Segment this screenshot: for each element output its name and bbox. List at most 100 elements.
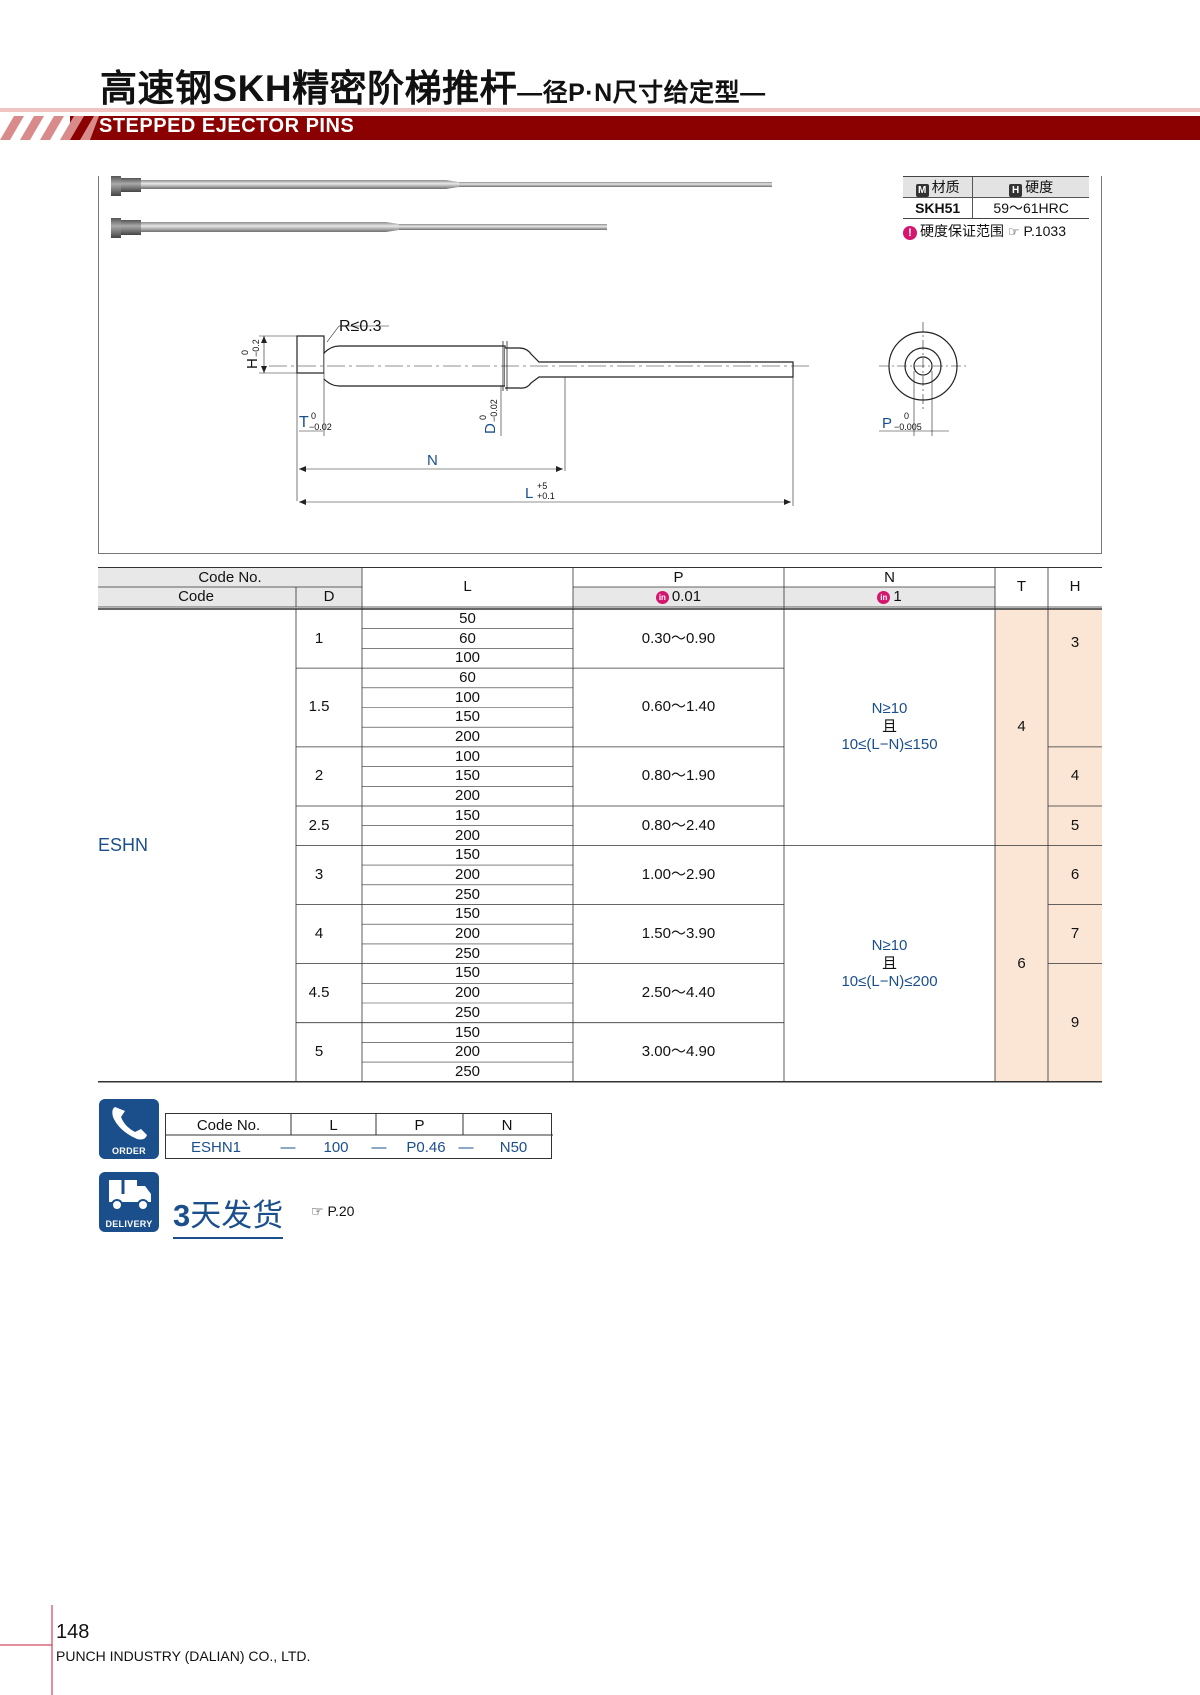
- l-value: 150: [454, 964, 481, 982]
- l-value: 200: [454, 728, 481, 746]
- order-header-code: Code No.: [196, 1117, 261, 1134]
- d-value: 4: [314, 925, 324, 943]
- order-value-n: N50: [499, 1139, 528, 1156]
- pointing-hand-icon: ☞: [311, 1203, 324, 1219]
- header-n: N: [884, 569, 895, 586]
- p-range: 2.50～4.40: [641, 984, 716, 1002]
- l-value: 150: [454, 846, 481, 864]
- order-icon: ORDER: [99, 1099, 159, 1159]
- delivery-ref: ☞ P.20: [311, 1203, 354, 1220]
- l-value: 200: [454, 826, 481, 844]
- l-value: 50: [459, 609, 476, 627]
- delivery-ref-link[interactable]: P.20: [327, 1203, 355, 1219]
- header-p: P: [673, 569, 684, 586]
- d-value: 5: [314, 1043, 324, 1061]
- svg-text:−0.2: −0.2: [251, 339, 261, 357]
- pointing-hand-icon: ☞: [1007, 224, 1020, 239]
- l-value: 200: [454, 787, 481, 805]
- svg-text:+0.1: +0.1: [537, 491, 555, 501]
- p-label: P: [882, 415, 892, 432]
- svg-text:0: 0: [240, 350, 250, 355]
- r-label: R≤0.3: [339, 318, 382, 335]
- l-value: 150: [454, 708, 481, 726]
- page-number: 148: [56, 1621, 90, 1643]
- header-l: L: [463, 578, 472, 595]
- n-label: N: [427, 452, 438, 469]
- header-code-no: Code No.: [198, 569, 262, 586]
- svg-text:−0.005: −0.005: [894, 422, 922, 432]
- l-value: 200: [454, 865, 481, 883]
- d-label: D: [482, 423, 499, 434]
- p-range: 3.00～4.90: [641, 1043, 716, 1061]
- hardness-ref-link[interactable]: P.1033: [1023, 223, 1067, 239]
- svg-text:−0.02: −0.02: [489, 399, 499, 422]
- pin-photo-short: [111, 218, 607, 238]
- header-t: T: [1016, 578, 1027, 595]
- h-value: 5: [1070, 816, 1080, 834]
- h-value: 3: [1070, 634, 1080, 652]
- d-value: 2: [314, 767, 324, 785]
- p-range: 0.80～1.90: [641, 767, 716, 785]
- d-value: 1: [314, 629, 324, 647]
- l-value: 250: [454, 944, 481, 962]
- svg-text:0: 0: [904, 411, 909, 421]
- l-value: 200: [454, 1043, 481, 1061]
- t-label: T: [299, 414, 309, 431]
- page-title: 高速钢SKH精密阶梯推杆—径P·N尺寸给定型—: [100, 58, 766, 112]
- l-value: 250: [454, 885, 481, 903]
- l-value: 250: [454, 1062, 481, 1080]
- material-value: SKH51: [903, 197, 974, 218]
- order-header-n: N: [501, 1117, 513, 1134]
- l-value: 100: [454, 688, 481, 706]
- svg-text:−0.02: −0.02: [309, 422, 332, 432]
- order-value-code: ESHN1: [190, 1139, 242, 1156]
- h-label: H: [244, 358, 261, 369]
- h-value: 7: [1070, 925, 1080, 943]
- hardness-value: 59～61HRC: [993, 200, 1069, 216]
- pin-drawing: R≤0.3 H 0 −0.2 T 0 −0.02 D 0 −0.02 N L P…: [111, 176, 967, 506]
- l-value: 250: [454, 1003, 481, 1021]
- pin-side-view: [259, 325, 809, 506]
- order-header-p: P: [414, 1117, 425, 1134]
- l-value: 150: [454, 767, 481, 785]
- l-value: 100: [454, 649, 481, 667]
- pin-end-view: [879, 322, 967, 436]
- svg-text:0: 0: [478, 415, 488, 420]
- code-value: ESHN: [98, 834, 149, 855]
- header-d: D: [323, 588, 335, 605]
- d-value: 2.5: [308, 816, 330, 834]
- d-value: 4.5: [308, 984, 330, 1002]
- crop-marks: [0, 1605, 53, 1695]
- hardness-note: !硬度保证范围 ☞ P.1033: [903, 221, 1066, 241]
- l-label: L: [525, 485, 533, 502]
- delivery-icon: DELIVERY: [99, 1172, 159, 1232]
- company-name: PUNCH INDUSTRY (DALIAN) CO., LTD.: [56, 1648, 311, 1664]
- p-range: 1.00～2.90: [641, 865, 716, 883]
- delivery-days: 3天发货: [173, 1190, 284, 1239]
- l-value: 60: [459, 629, 476, 647]
- t-value: 6: [1017, 954, 1026, 972]
- banner-text: STEPPED EJECTOR PINS: [99, 115, 355, 137]
- h-value: 6: [1070, 865, 1080, 883]
- phone-icon: [112, 1107, 147, 1140]
- l-value: 200: [454, 925, 481, 943]
- header-h: H: [1069, 578, 1081, 595]
- h-value: 9: [1070, 1013, 1080, 1031]
- increment-icon: in: [877, 590, 891, 604]
- pin-photo-long: [111, 176, 772, 196]
- order-value-p: P0.46: [406, 1139, 446, 1156]
- title-main: 高速钢SKH精密阶梯推杆: [100, 68, 518, 109]
- p-range: 0.30～0.90: [641, 629, 716, 647]
- l-value: 200: [454, 984, 481, 1002]
- truck-icon: [109, 1180, 151, 1211]
- n-range-1: N≥10 且 10≤(L−N)≤150: [841, 700, 938, 754]
- order-header-l: L: [329, 1117, 338, 1134]
- h-value: 4: [1070, 767, 1080, 785]
- p-range: 1.50～3.90: [641, 925, 716, 943]
- l-value: 150: [454, 1023, 481, 1041]
- header-code: Code: [178, 588, 214, 605]
- warning-icon: !: [903, 226, 917, 240]
